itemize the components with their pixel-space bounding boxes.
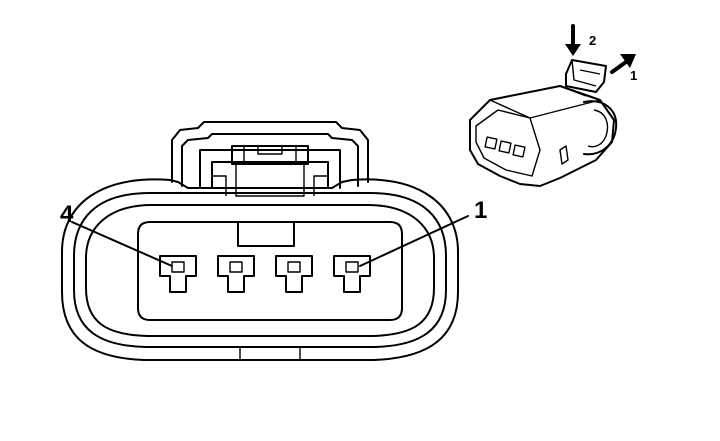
pin-1 <box>333 255 371 293</box>
arrow-diagonal-label: 1 <box>630 68 637 83</box>
arrow-diagonal-icon <box>610 54 636 74</box>
leader-line-pin-1 <box>359 215 469 267</box>
bottom-key-tab <box>239 347 301 360</box>
leader-line-pin-4 <box>71 221 173 267</box>
inset-pin-opening-3 <box>512 144 526 158</box>
latch-outer <box>171 121 369 183</box>
inset-cylinder <box>583 100 618 156</box>
latch-window <box>199 149 341 189</box>
pin-2 <box>275 255 313 293</box>
inset-side-slot <box>559 145 569 165</box>
cavity-block <box>137 221 403 321</box>
arrow-down-label: 2 <box>589 33 596 48</box>
latch-inner <box>181 133 359 187</box>
latch-step-right <box>313 175 328 196</box>
inset-pin-opening-1 <box>484 136 498 150</box>
center-key-slot <box>237 221 295 247</box>
latch-release-button <box>231 145 309 165</box>
inset-face-outline <box>475 109 541 177</box>
latch-release-button-detail <box>235 146 305 197</box>
inset-cylinder-inner <box>587 109 609 148</box>
arrow-down-icon <box>565 24 581 56</box>
housing-middle-outline <box>73 192 447 348</box>
inset-latch-tab-detail <box>571 59 601 87</box>
connector-isometric-view: 2 1 <box>469 24 637 187</box>
pin-label-4: 4 <box>60 201 74 228</box>
housing-outer-outline <box>61 178 459 361</box>
inset-top-ridge <box>489 85 601 119</box>
housing-inner-outline <box>85 204 435 337</box>
connector-face-view: 4 1 <box>60 121 487 361</box>
pin-4 <box>159 255 197 293</box>
inset-pin-opening-2 <box>498 140 512 154</box>
pin-label-1: 1 <box>474 197 487 224</box>
pin-3 <box>217 255 255 293</box>
latch-step-left <box>212 175 227 196</box>
